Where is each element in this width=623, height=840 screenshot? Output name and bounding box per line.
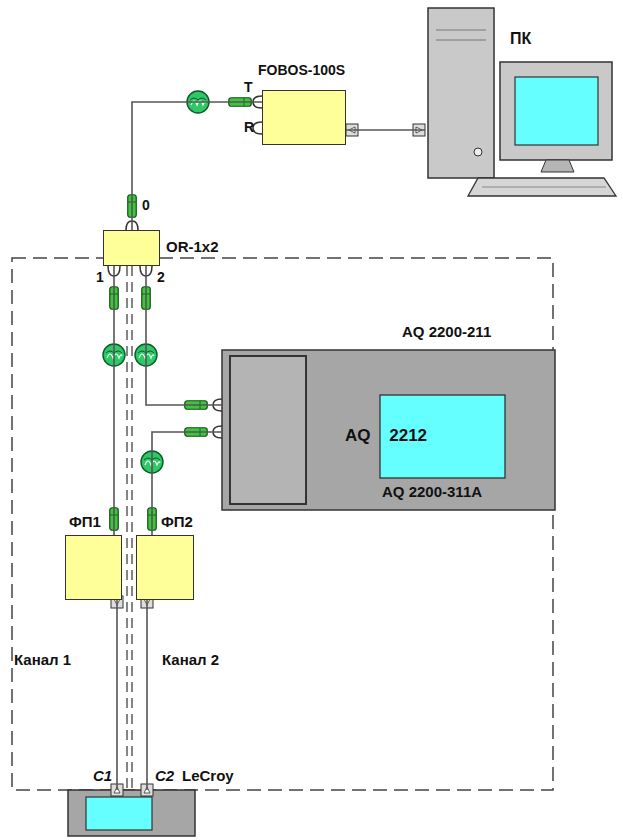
input-name: C2: [155, 768, 174, 785]
device-name: ФП1: [69, 514, 101, 531]
computer-figure: [468, 178, 616, 196]
spectrum-analyzer-figure: [230, 356, 306, 504]
computer-figure: [482, 187, 606, 188]
port-number: 1: [96, 270, 104, 285]
device-name: OR-1x2: [166, 239, 219, 256]
fiber-link: [146, 266, 222, 405]
device-label: AQ 2212: [345, 427, 427, 446]
spectrum-analyzer-figure: [222, 350, 555, 510]
channel-name: Канал 1: [14, 652, 71, 669]
device-name: FOBOS-100S: [258, 63, 345, 78]
fiber-link: [146, 600, 148, 790]
device-name: ПК: [510, 30, 531, 48]
computer-figure: [436, 40, 486, 41]
computer-figure: [436, 30, 486, 31]
computer-figure: [413, 8, 616, 196]
chamber-divider: [131, 266, 132, 790]
port-number: 0: [142, 198, 150, 213]
switch-box: OR-1x2: [103, 230, 160, 266]
oscilloscope: LeCroy: [68, 790, 195, 836]
photodetector-box: ФП1: [65, 535, 122, 600]
analyzer-unit: AQ 2200-211AQ 2212AQ 2200-311A: [222, 350, 555, 510]
channel-name: Канал 2: [162, 652, 219, 669]
fiber-link: [346, 129, 425, 131]
port-name: R: [244, 120, 254, 135]
spectrum-analyzer-figure: [213, 350, 555, 510]
computer-figure: [500, 62, 612, 160]
fiber-link: [113, 266, 115, 535]
fiber-link: [152, 432, 222, 535]
photodetector-box: ФП2: [136, 535, 194, 600]
device-name: ФП2: [161, 514, 193, 531]
oscilloscope-figure: [68, 790, 195, 836]
computer-figure: [428, 8, 494, 178]
device-name: AQ 2200-211: [402, 324, 491, 341]
input-name: C1: [93, 768, 112, 785]
computer-figure: [541, 160, 574, 172]
device-label: AQ 2200-311A: [382, 484, 482, 501]
computer-figure: [515, 77, 598, 145]
device-name: LeCroy: [182, 768, 234, 785]
port-name: T: [244, 80, 253, 95]
chamber-divider: [126, 266, 127, 790]
computer: ПК: [425, 8, 620, 198]
chamber-outline: [12, 258, 553, 790]
port-number: 2: [157, 270, 165, 285]
port-socket: [253, 122, 262, 134]
fiber-link: [132, 102, 262, 230]
oscilloscope-figure: [68, 784, 195, 836]
fiber-link: [116, 600, 118, 790]
oscilloscope-figure: [86, 797, 152, 830]
device-box: FOBOS-100S: [262, 90, 346, 145]
computer-figure: [474, 148, 482, 156]
